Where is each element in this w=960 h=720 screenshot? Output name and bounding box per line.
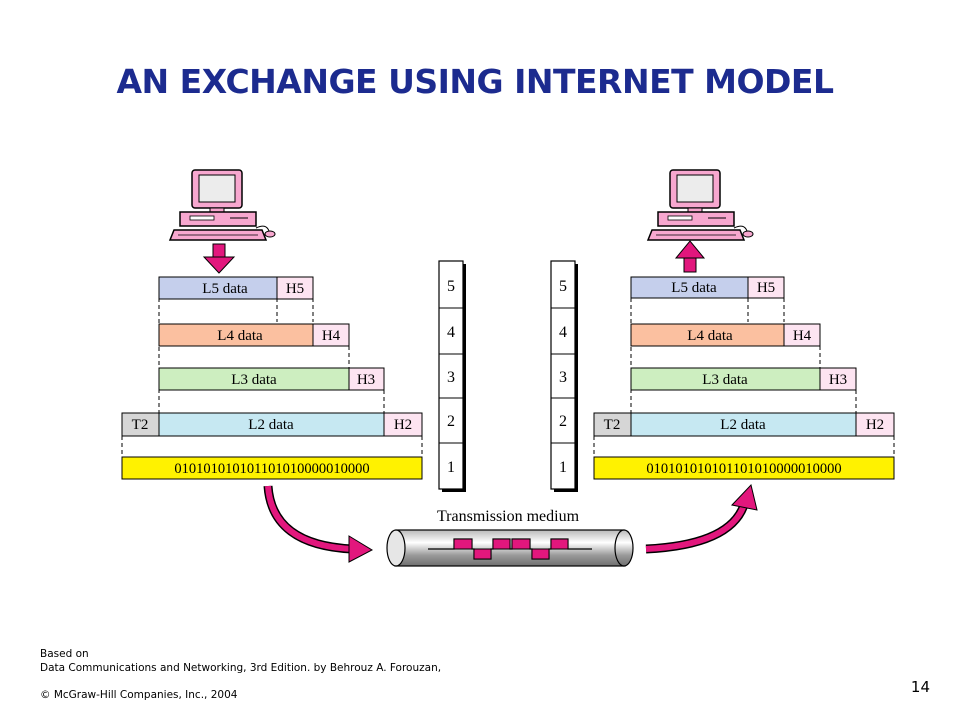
sender-computer-icon bbox=[168, 169, 276, 241]
sender-h2-label: H2 bbox=[394, 417, 412, 433]
left-layer-5: 5 bbox=[447, 278, 455, 295]
right-layer-5: 5 bbox=[559, 278, 567, 295]
left-layer-stack: 5 4 3 2 1 bbox=[438, 260, 466, 492]
sender-h4-label: H4 bbox=[322, 328, 341, 344]
curved-arrow-left-icon bbox=[263, 485, 374, 563]
receiver-h4-header bbox=[783, 323, 821, 347]
sender-encapsulation: L5 data H5 L4 data H4 L3 data H3 T2 L2 d… bbox=[121, 276, 423, 480]
down-arrow-icon bbox=[202, 243, 236, 274]
receiver-h3-label: H3 bbox=[829, 372, 847, 388]
left-layer-1: 1 bbox=[447, 459, 455, 476]
receiver-h5-header bbox=[747, 276, 785, 299]
sender-t2-label: T2 bbox=[132, 417, 149, 433]
page-number: 14 bbox=[910, 678, 930, 696]
up-arrow-icon bbox=[674, 240, 706, 273]
left-layer-2: 2 bbox=[447, 413, 455, 430]
sender-bits bbox=[121, 456, 423, 480]
receiver-h3-header bbox=[819, 367, 857, 391]
sender-bits-label: 010101010101101010000010000 bbox=[174, 461, 369, 477]
receiver-l3-label: L3 data bbox=[702, 372, 748, 388]
sender-h2-header bbox=[383, 412, 423, 437]
left-layer-4: 4 bbox=[447, 324, 455, 341]
footer-credit-line1: Based on bbox=[40, 648, 89, 660]
curved-arrow-right-icon bbox=[645, 483, 758, 554]
receiver-h5-label: H5 bbox=[757, 280, 775, 296]
sender-h4-header bbox=[312, 323, 350, 347]
receiver-l2-label: L2 data bbox=[720, 417, 766, 433]
receiver-encapsulation: L5 data H5 L4 data H4 L3 data H3 T2 L2 d… bbox=[593, 276, 895, 480]
receiver-l5-label: L5 data bbox=[671, 280, 717, 296]
sender-l3-label: L3 data bbox=[231, 372, 277, 388]
transmission-medium-label: Transmission medium bbox=[437, 508, 580, 525]
receiver-bits-label: 010101010101101010000010000 bbox=[646, 461, 841, 477]
receiver-computer-icon bbox=[646, 169, 754, 241]
footer-credit-line2: Data Communications and Networking, 3rd … bbox=[40, 662, 442, 674]
sender-h3-label: H3 bbox=[357, 372, 375, 388]
sender-h5-label: H5 bbox=[286, 281, 304, 297]
receiver-t2-label: T2 bbox=[604, 417, 621, 433]
receiver-h4-label: H4 bbox=[793, 328, 812, 344]
page-title: AN EXCHANGE USING INTERNET MODEL bbox=[116, 62, 834, 101]
right-layer-stack: 5 4 3 2 1 bbox=[550, 260, 578, 492]
receiver-h2-label: H2 bbox=[866, 417, 884, 433]
receiver-bits bbox=[593, 456, 895, 480]
sender-h5-header bbox=[276, 276, 314, 300]
right-layer-4: 4 bbox=[559, 324, 567, 341]
receiver-l4-label: L4 data bbox=[687, 328, 733, 344]
sender-h3-header bbox=[348, 367, 385, 391]
footer-copyright: © McGraw-Hill Companies, Inc., 2004 bbox=[40, 689, 238, 701]
sender-l4-label: L4 data bbox=[217, 328, 263, 344]
left-layer-3: 3 bbox=[447, 369, 455, 386]
cable-tube-icon bbox=[386, 529, 634, 567]
right-layer-3: 3 bbox=[559, 369, 567, 386]
right-layer-2: 2 bbox=[559, 413, 567, 430]
right-layer-1: 1 bbox=[559, 459, 567, 476]
sender-l2-label: L2 data bbox=[248, 417, 294, 433]
sender-l5-label: L5 data bbox=[202, 281, 248, 297]
receiver-h2-header bbox=[855, 412, 895, 437]
